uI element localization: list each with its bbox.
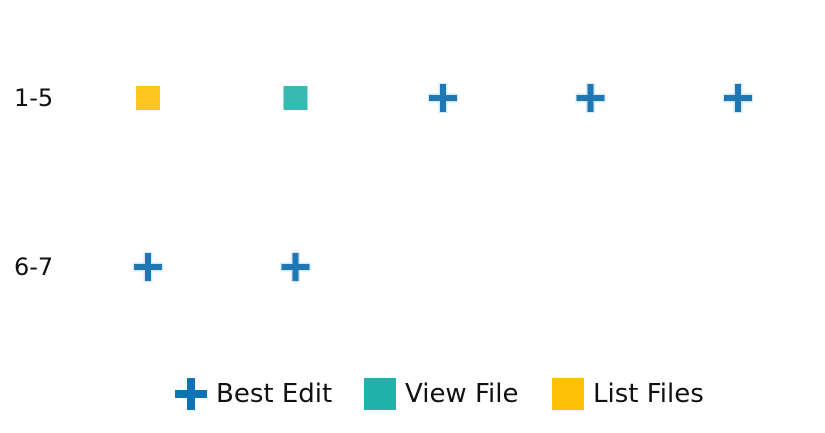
square-marker-icon [364,378,396,410]
legend-item-best-edit: Best Edit [175,376,332,412]
row-label-6-7: 6-7 [14,253,54,281]
marker-list-files-r1-c1 [136,86,160,110]
marker-best-edit-r1-c5 [723,83,753,113]
row-label-1-5: 1-5 [14,84,54,112]
legend-label-list-files: List Files [593,379,704,409]
marker-best-edit-r2-c2 [280,252,311,282]
marker-best-edit-r2-c1 [133,252,163,282]
marker-best-edit-r1-c3 [428,83,458,113]
legend-item-list-files: List Files [552,376,704,412]
plus-marker-icon [175,378,207,410]
square-marker-icon [552,378,584,410]
marker-best-edit-r1-c4 [575,83,606,113]
legend-label-best-edit: Best Edit [216,379,333,409]
marker-view-file-r1-c2 [283,86,308,110]
chart-legend: Best Edit View File List Files [0,376,825,412]
legend-item-view-file: View File [364,376,518,412]
legend-label-view-file: View File [405,379,519,409]
